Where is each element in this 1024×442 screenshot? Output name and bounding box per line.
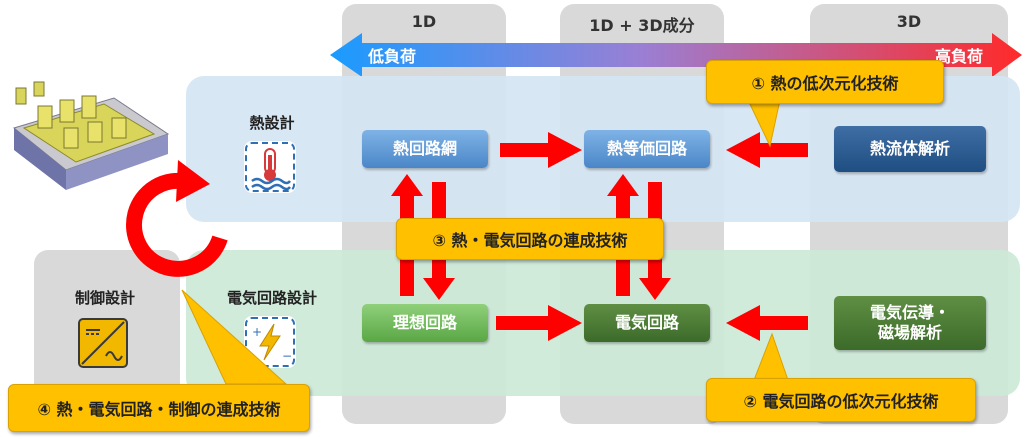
thermal-design-label: 熱設計 — [249, 114, 295, 132]
callout-full-coupling: ④ 熱・電気回路・制御の連成技術 — [8, 384, 310, 432]
column-header-3d: 3D — [896, 12, 922, 31]
em-analysis-box: 電気伝導・ 磁場解析 — [834, 296, 986, 350]
thermal-equivalent-box: 熱等価回路 — [584, 130, 710, 168]
svg-text:+: + — [252, 325, 262, 339]
high-load-label: 高負荷 — [935, 47, 984, 66]
cycle-arrow — [126, 160, 228, 277]
svg-text:−: − — [282, 349, 292, 363]
control-design-label: 制御設計 — [74, 289, 135, 307]
electric-circuit-box: 電気回路 — [584, 304, 710, 342]
thermal-fluid-analysis-box: 熱流体解析 — [834, 126, 986, 172]
ideal-circuit-box: 理想回路 — [362, 304, 488, 342]
em-analysis-line2: 磁場解析 — [877, 323, 942, 342]
column-header-1d: 1D — [411, 12, 437, 31]
callout-thermal-reduction: ① 熱の低次元化技術 — [706, 60, 944, 104]
callout-circuit-reduction: ② 電気回路の低次元化技術 — [706, 378, 976, 422]
callout-thermal-electric-coupling: ③ 熱・電気回路の連成技術 — [396, 218, 664, 260]
thermometer-water-icon — [244, 141, 296, 193]
low-load-label: 低負荷 — [368, 47, 417, 66]
em-analysis-line1: 電気伝導・ — [869, 303, 950, 322]
inverter-control-icon — [78, 318, 128, 368]
electric-design-label: 電気回路設計 — [226, 289, 317, 307]
column-header-1d-3d: 1D + 3D成分 — [589, 16, 695, 35]
power-module-image — [12, 81, 170, 190]
thermal-network-box: 熱回路網 — [362, 130, 488, 168]
electric-circuit-icon: + − — [244, 316, 296, 368]
